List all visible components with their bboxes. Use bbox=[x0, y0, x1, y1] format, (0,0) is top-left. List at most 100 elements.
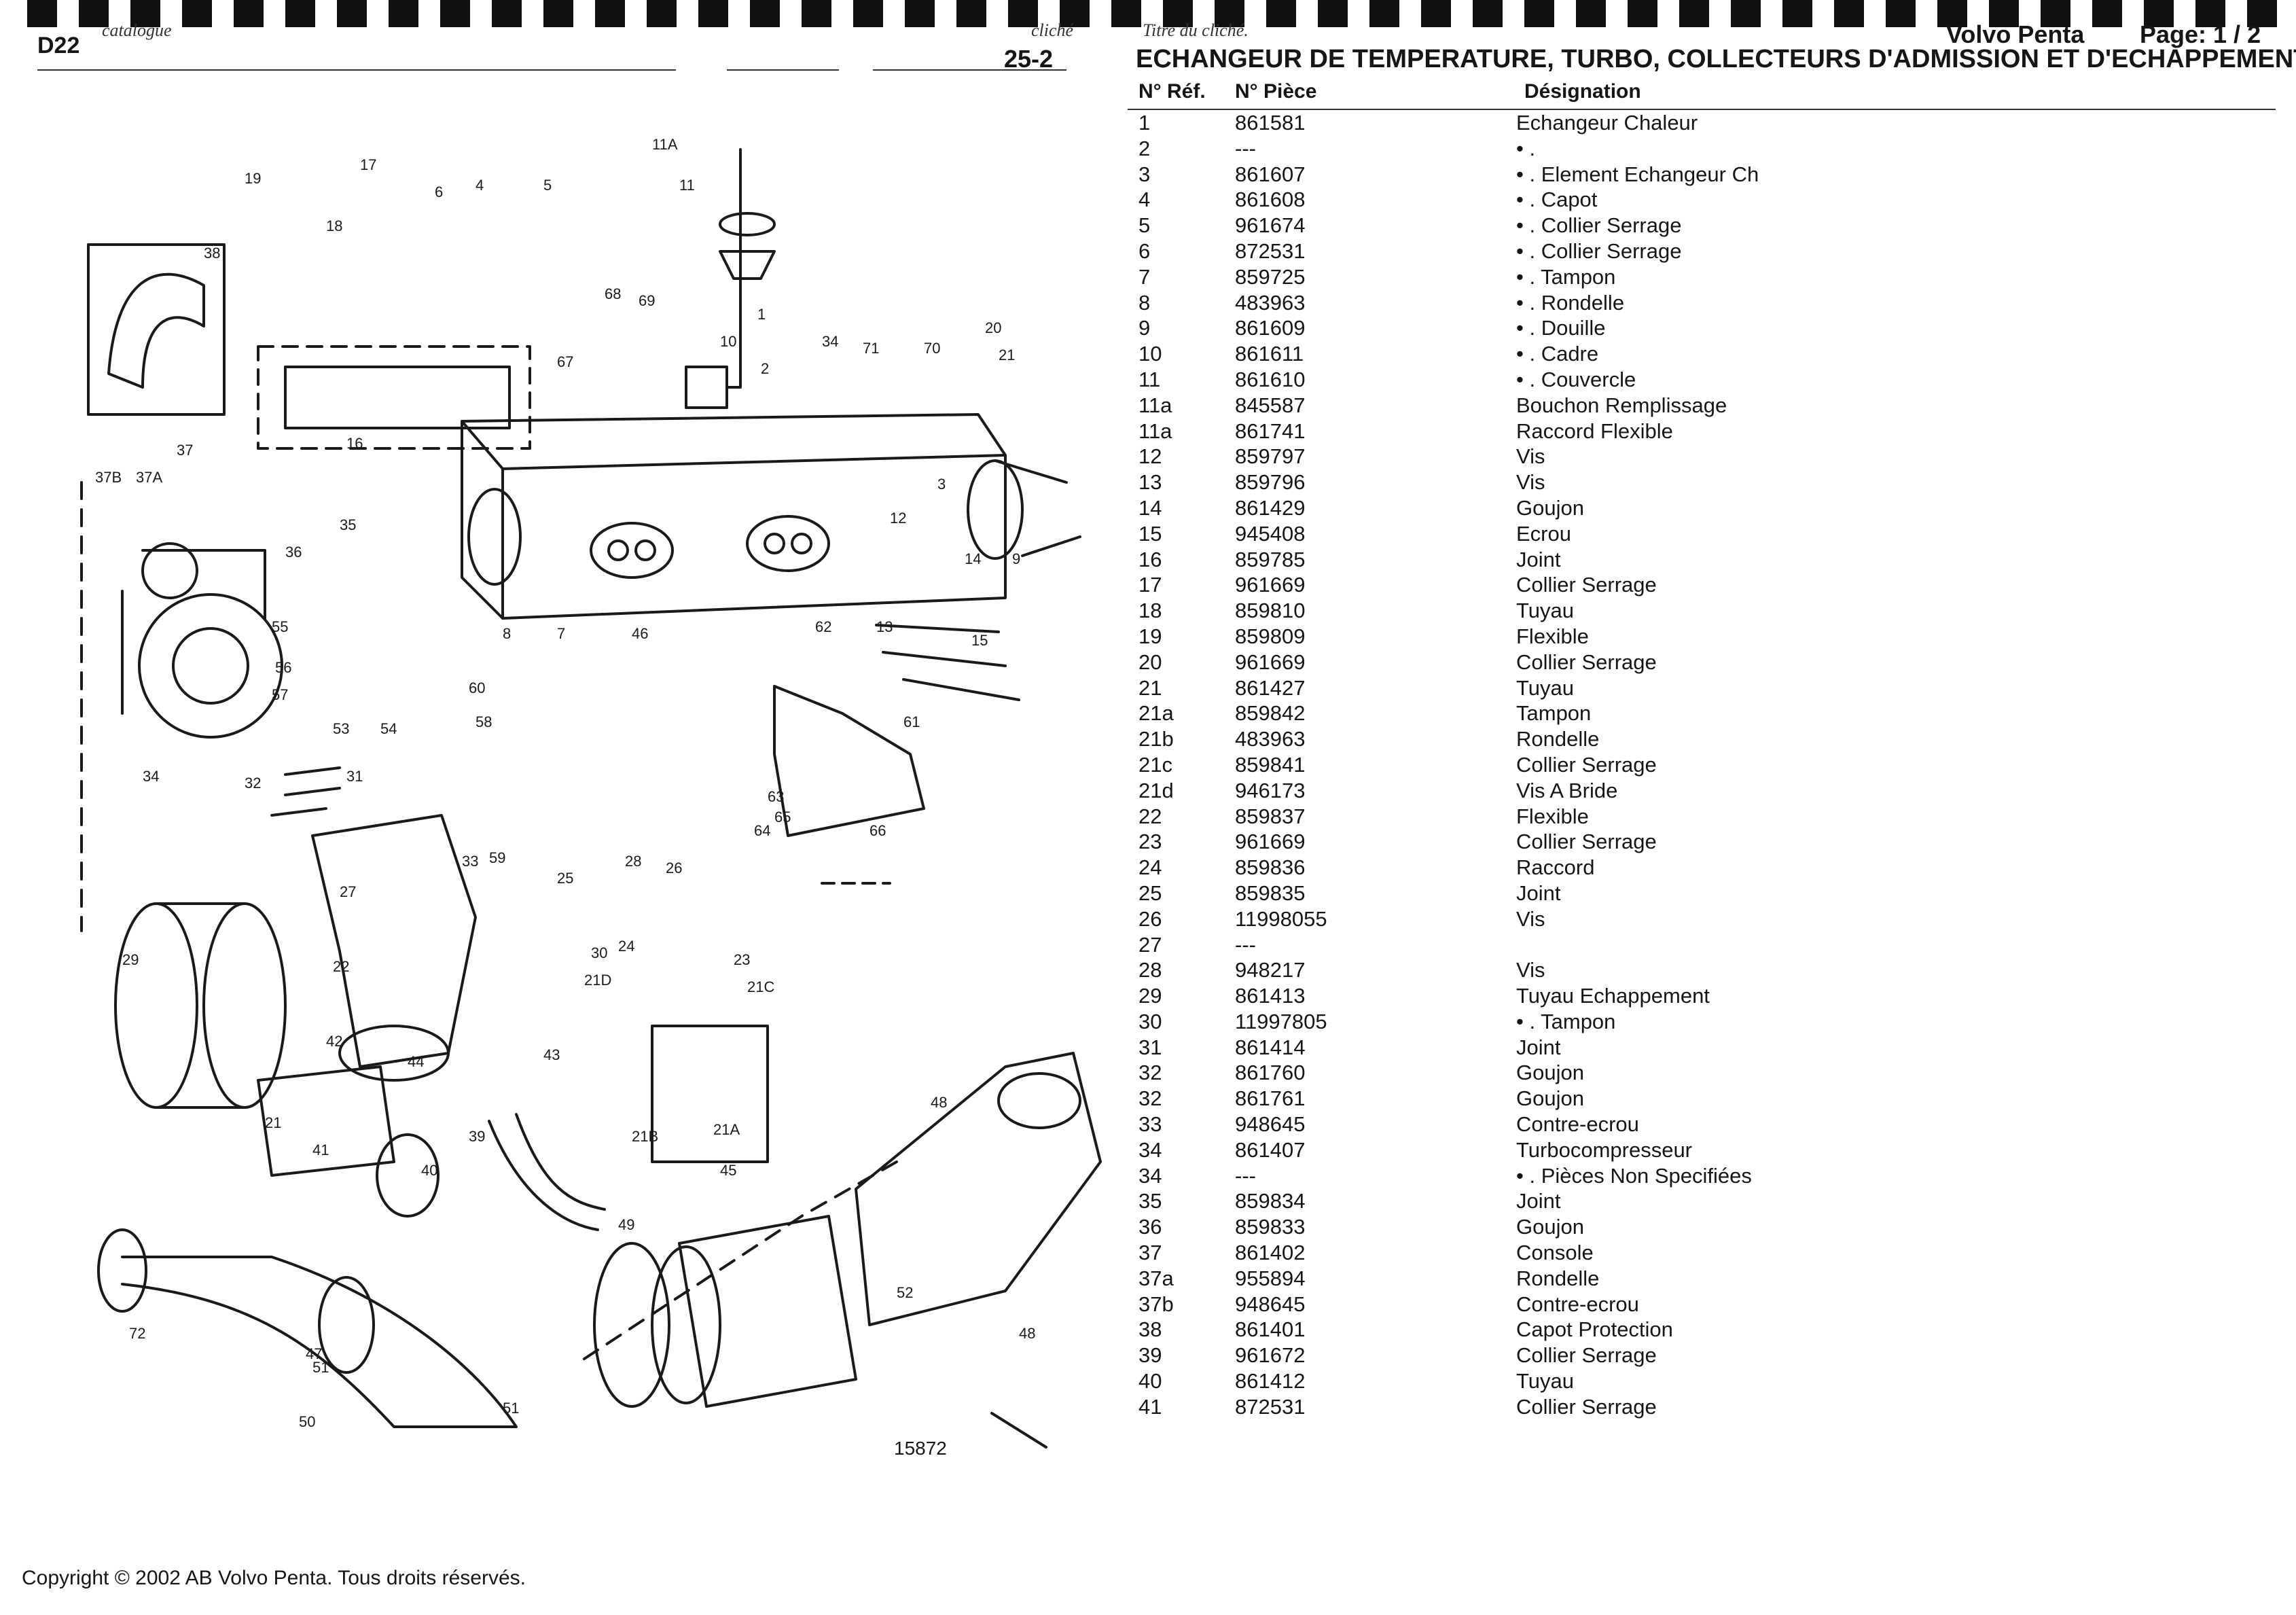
parts-cell-ref: 16 bbox=[1138, 547, 1162, 571]
binding-hole bbox=[440, 0, 470, 27]
parts-cell-ref: 1 bbox=[1138, 111, 1151, 135]
diagram-callout: 8 bbox=[503, 625, 511, 642]
parts-cell-ref: 11a bbox=[1138, 419, 1172, 443]
parts-cell-desc: Collier Serrage bbox=[1516, 573, 1657, 597]
parts-cell-desc: Collier Serrage bbox=[1516, 1343, 1657, 1368]
diagram-callout: 9 bbox=[1012, 550, 1020, 567]
parts-cell-part: 861760 bbox=[1235, 1061, 1306, 1085]
parts-cell-ref: 37 bbox=[1138, 1241, 1162, 1265]
col-header-ref: N° Réf. bbox=[1138, 80, 1206, 103]
binding-hole bbox=[27, 0, 57, 27]
binding-hole bbox=[389, 0, 418, 27]
parts-cell-part: 845587 bbox=[1235, 393, 1306, 417]
parts-cell-desc: Raccord Flexible bbox=[1516, 419, 1673, 443]
parts-cell-ref: 41 bbox=[1138, 1394, 1162, 1419]
header-rule-left bbox=[37, 69, 676, 71]
diagram-callout: 21A bbox=[713, 1121, 740, 1138]
parts-cell-part: 861609 bbox=[1235, 316, 1306, 340]
binding-hole bbox=[1318, 0, 1348, 27]
diagram-callout: 42 bbox=[326, 1033, 342, 1050]
parts-cell-part: 946173 bbox=[1235, 778, 1306, 802]
diagram-callout: 7 bbox=[557, 625, 565, 642]
parts-cell-desc: Goujon bbox=[1516, 1086, 1584, 1111]
parts-cell-desc: Collier Serrage bbox=[1516, 650, 1657, 674]
diagram-callout: 72 bbox=[129, 1325, 145, 1342]
parts-cell-desc: Tuyau bbox=[1516, 599, 1575, 623]
diagram-callout: 43 bbox=[543, 1046, 560, 1063]
parts-cell-ref: 37a bbox=[1138, 1266, 1174, 1290]
diagram-callout: 21D bbox=[584, 972, 611, 989]
parts-cell-ref: 32 bbox=[1138, 1061, 1162, 1085]
parts-cell-ref: 30 bbox=[1138, 1009, 1162, 1033]
diagram-callout: 70 bbox=[924, 340, 940, 357]
parts-cell-ref: 36 bbox=[1138, 1215, 1162, 1239]
parts-cell-part: 861412 bbox=[1235, 1369, 1306, 1394]
parts-row: 34---• . Pièces Non Specifiées bbox=[1128, 1163, 2282, 1189]
parts-cell-desc: Rondelle bbox=[1516, 1266, 1600, 1290]
binding-hole bbox=[1369, 0, 1399, 27]
parts-cell-part: 859835 bbox=[1235, 881, 1306, 905]
parts-cell-part: 872531 bbox=[1235, 1394, 1306, 1419]
cliche-label: cliché bbox=[1031, 20, 1074, 40]
binding-hole bbox=[1163, 0, 1193, 27]
parts-cell-desc: • . Element Echangeur Ch bbox=[1516, 162, 1759, 186]
binding-hole bbox=[698, 0, 728, 27]
parts-cell-desc: • . Collier Serrage bbox=[1516, 238, 1682, 263]
parts-cell-desc: Tuyau Echappement bbox=[1516, 984, 1710, 1008]
parts-cell-desc: Collier Serrage bbox=[1516, 1394, 1657, 1419]
parts-cell-part: 948217 bbox=[1235, 958, 1306, 982]
diagram-callout: 67 bbox=[557, 353, 573, 370]
diagram-callout: 21C bbox=[747, 978, 774, 995]
parts-cell-part: 861741 bbox=[1235, 419, 1306, 443]
diagram-callout: 3 bbox=[937, 476, 946, 493]
parts-cell-desc: Contre-ecrou bbox=[1516, 1292, 1639, 1316]
diagram-callout: 58 bbox=[476, 713, 492, 730]
diagram-callout: 6 bbox=[435, 183, 443, 200]
diagram-callout: 66 bbox=[869, 822, 886, 839]
parts-cell-desc: • . Tampon bbox=[1516, 264, 1616, 289]
diagram-callout: 68 bbox=[605, 285, 621, 302]
parts-cell-desc: Goujon bbox=[1516, 1061, 1584, 1085]
parts-cell-part: --- bbox=[1235, 136, 1256, 160]
parts-cell-part: 861429 bbox=[1235, 495, 1306, 520]
binding-hole bbox=[492, 0, 522, 27]
parts-cell-part: 861607 bbox=[1235, 162, 1306, 186]
binding-hole bbox=[2195, 0, 2225, 27]
diagram-callout: 34 bbox=[822, 333, 838, 350]
binding-hole bbox=[1473, 0, 1503, 27]
header-rule-mid bbox=[727, 69, 839, 71]
parts-cell-ref: 13 bbox=[1138, 470, 1162, 495]
diagram-callout: 33 bbox=[462, 853, 478, 870]
parts-cell-part: 859834 bbox=[1235, 1189, 1306, 1213]
binding-hole bbox=[1782, 0, 1812, 27]
binding-hole bbox=[2247, 0, 2277, 27]
parts-cell-part: 859809 bbox=[1235, 624, 1306, 648]
diagram-callout: 4 bbox=[476, 177, 484, 194]
diagram-callout: 37B bbox=[95, 469, 122, 486]
binding-hole bbox=[853, 0, 883, 27]
parts-cell-ref: 20 bbox=[1138, 650, 1162, 674]
binding-hole bbox=[543, 0, 573, 27]
diagram-callout: 60 bbox=[469, 679, 485, 696]
binding-hole bbox=[956, 0, 986, 27]
parts-cell-desc: Tampon bbox=[1516, 701, 1592, 726]
parts-cell-part: 961672 bbox=[1235, 1343, 1306, 1368]
parts-cell-ref: 23 bbox=[1138, 830, 1162, 854]
parts-cell-desc: Raccord bbox=[1516, 855, 1595, 880]
parts-cell-ref: 39 bbox=[1138, 1343, 1162, 1368]
section-number: 25-2 bbox=[1004, 45, 1054, 73]
parts-cell-ref: 26 bbox=[1138, 906, 1162, 931]
parts-cell-part: 483963 bbox=[1235, 290, 1306, 315]
parts-cell-ref: 21b bbox=[1138, 727, 1174, 751]
parts-cell-ref: 22 bbox=[1138, 804, 1162, 828]
parts-cell-desc: Contre-ecrou bbox=[1516, 1112, 1639, 1137]
binding-hole bbox=[1215, 0, 1244, 27]
parts-cell-part: 11997805 bbox=[1235, 1009, 1327, 1033]
